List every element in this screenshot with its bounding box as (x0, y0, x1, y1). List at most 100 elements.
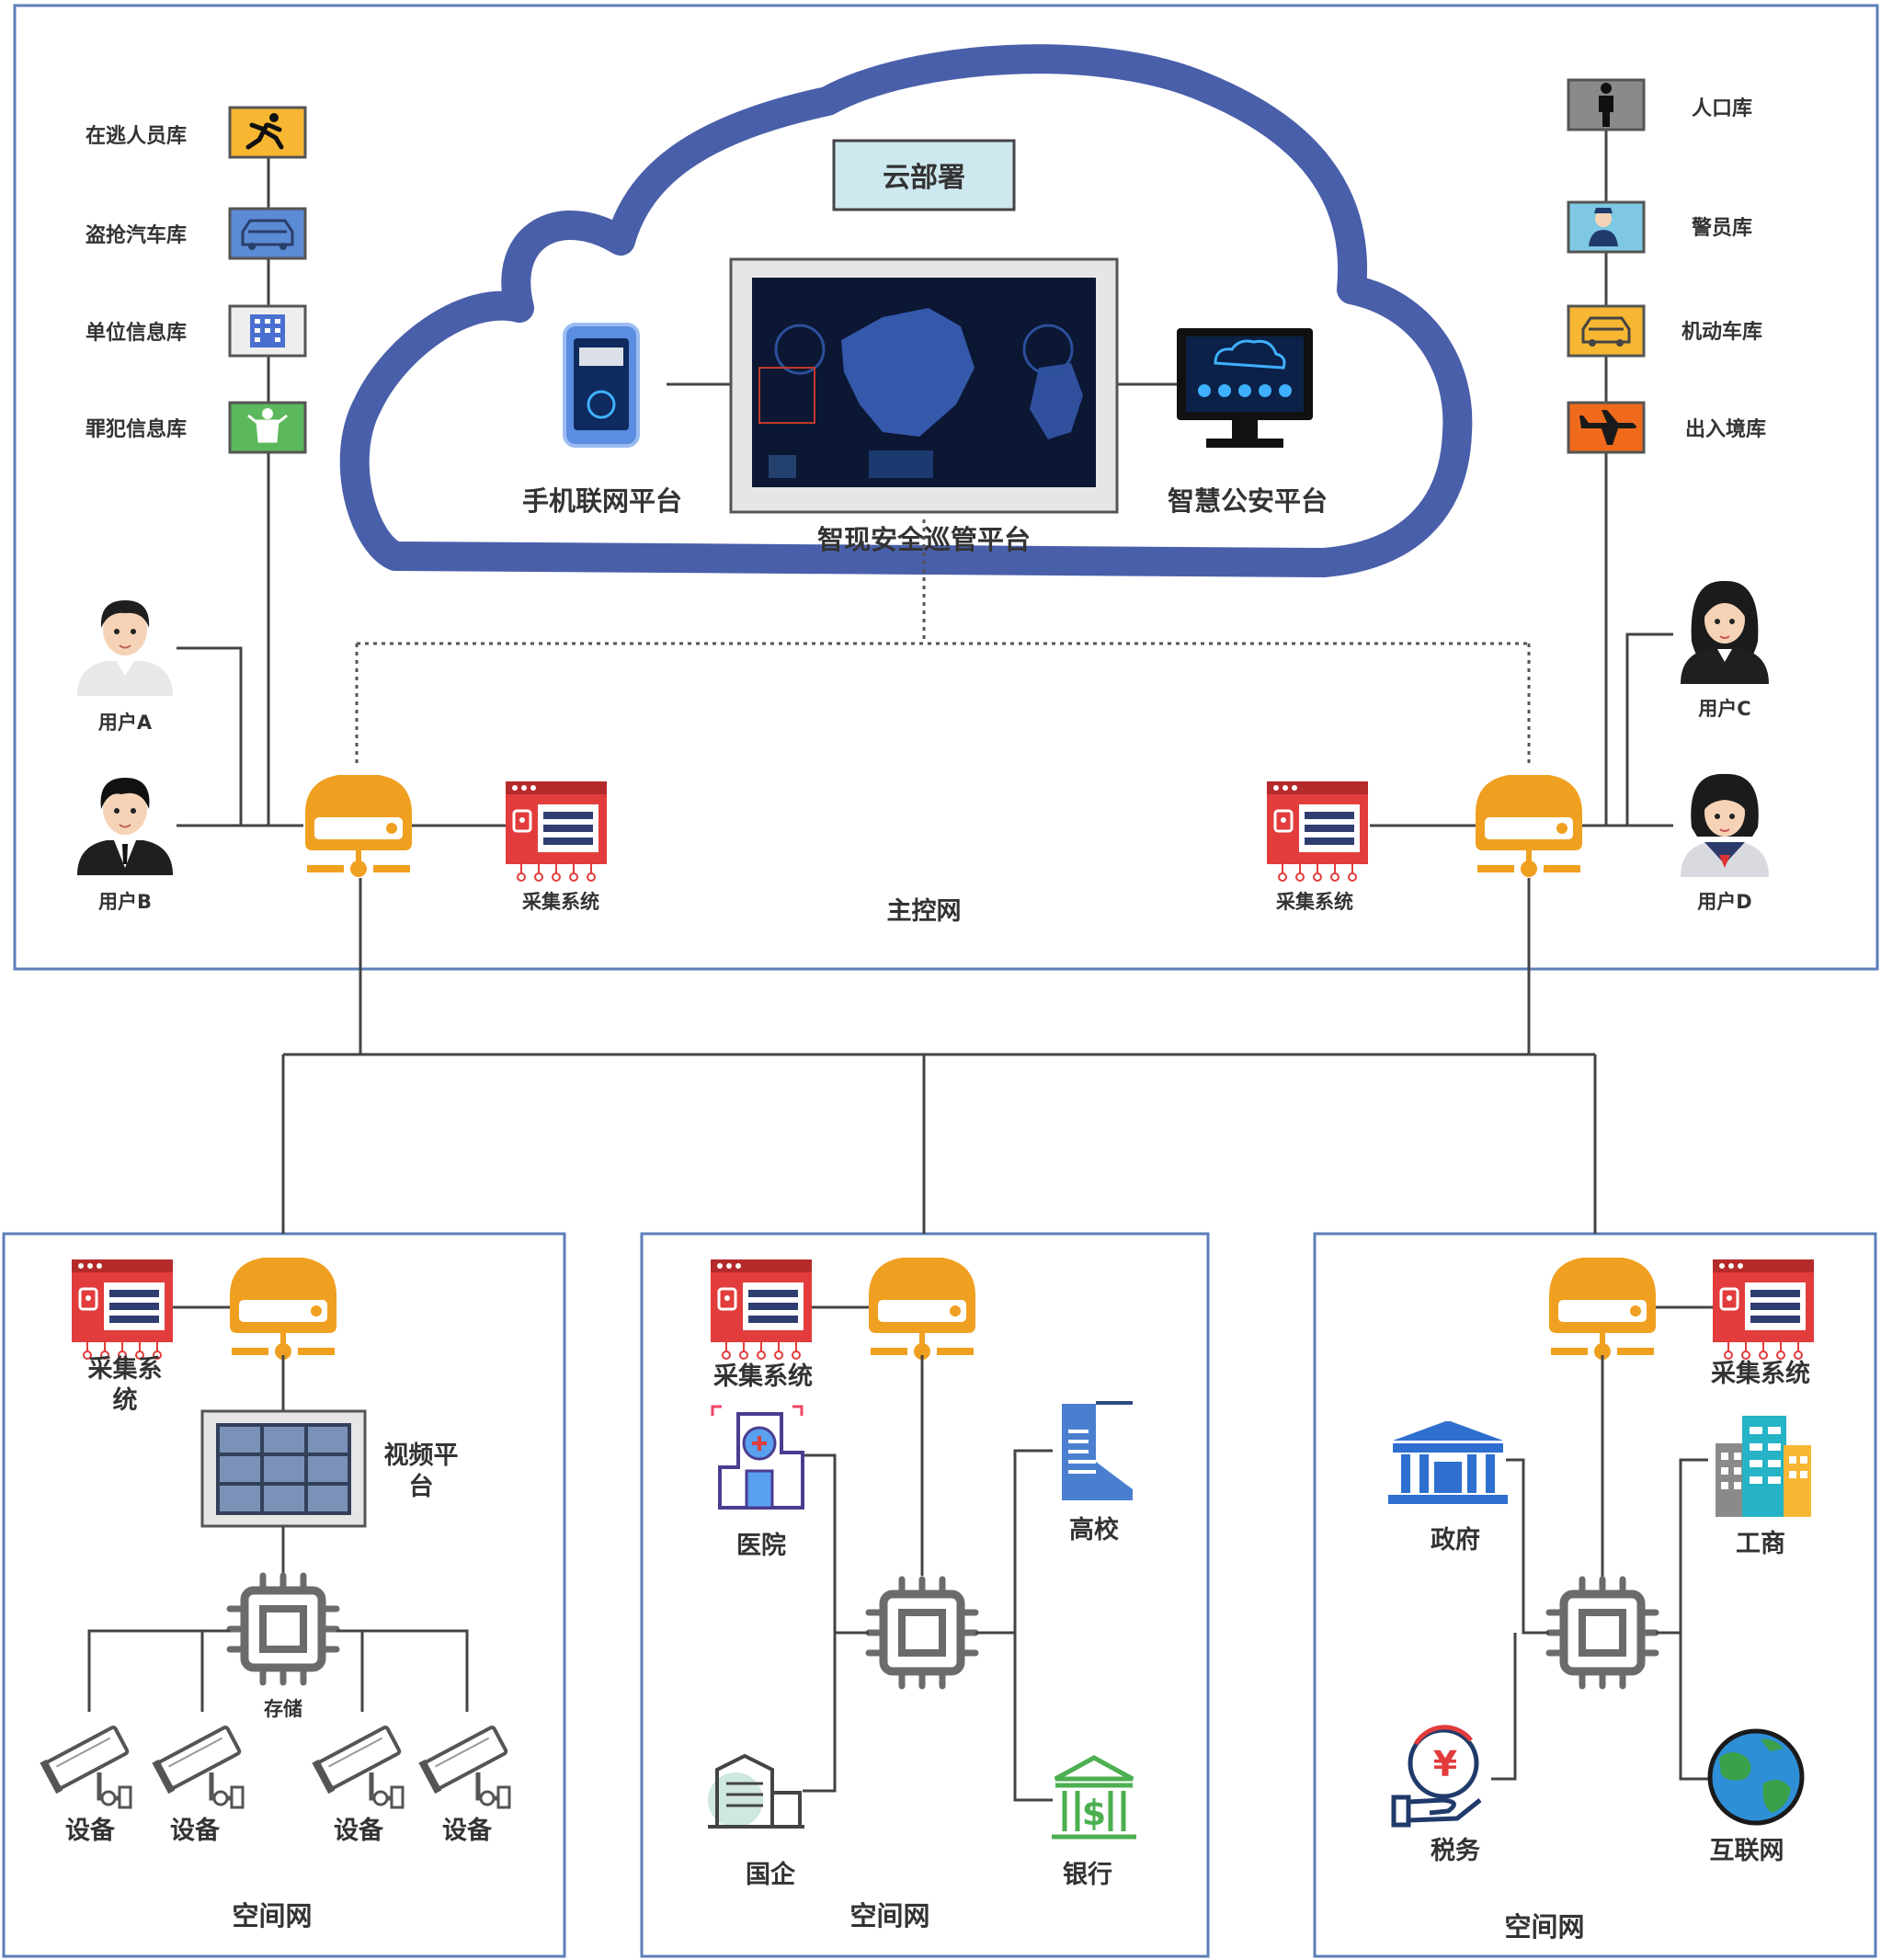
db-label: 出入境库 (1685, 417, 1766, 441)
node-label: 银行 (1063, 1860, 1112, 1889)
backbone-links (281, 878, 1597, 1234)
space-network-label: 空间网 (849, 1900, 929, 1932)
node-bank[interactable]: $ 银行 (1052, 1755, 1136, 1889)
dollar-icon: $ (1082, 1793, 1106, 1833)
node-label: 国企 (746, 1860, 796, 1889)
node-label: 政府 (1431, 1525, 1480, 1555)
db-stolen-vehicles[interactable]: 盗抢汽车库 (86, 207, 307, 260)
device-1[interactable]: 设备 (40, 1724, 131, 1845)
db-label: 罪犯信息库 (86, 417, 187, 441)
svg-text:云部署: 云部署 (883, 162, 965, 194)
bank-icon (1052, 1755, 1136, 1840)
collection-system-icon (504, 780, 609, 883)
user-links-left (177, 646, 506, 827)
node-government[interactable]: 政府 (1388, 1419, 1508, 1555)
node-internet[interactable]: 互联网 (1707, 1728, 1805, 1865)
main-network-label: 主控网 (887, 897, 962, 926)
user-c[interactable]: 用户C (1680, 579, 1770, 720)
user-a[interactable]: 用户A (76, 599, 174, 734)
node-label: 工商 (1736, 1530, 1785, 1558)
space-network-1: 采集系 统 视频平 台 存储 设 (40, 1258, 509, 1932)
video-platform[interactable]: 视频平 台 (200, 1409, 459, 1528)
video-platform-label-line1: 视频平 (384, 1442, 459, 1470)
collection-system-icon (1711, 1258, 1816, 1361)
device-label: 设备 (442, 1817, 493, 1845)
collection-system-icon (709, 1258, 814, 1361)
db-criminals[interactable]: 罪犯信息库 (86, 401, 307, 454)
mobile-platform-label: 手机联网平台 (522, 485, 682, 517)
globe-icon (1707, 1728, 1805, 1826)
space-network-2: 采集系统 医院 (708, 1258, 1136, 1932)
smart-police-platform-label: 智慧公安平台 (1168, 485, 1328, 517)
collection-system-label-line2: 统 (113, 1385, 138, 1415)
node-label: 高校 (1069, 1515, 1119, 1544)
svg-text:¥: ¥ (1433, 1744, 1457, 1784)
collection-system-icon (1265, 780, 1370, 883)
node-hospital[interactable]: 医院 (711, 1405, 804, 1560)
node-links (1491, 1458, 1708, 1781)
desktop-monitor-icon (1177, 328, 1313, 448)
db-label: 机动车库 (1682, 320, 1762, 344)
commerce-buildings-icon (1716, 1416, 1811, 1517)
hospital-icon (711, 1405, 804, 1510)
university-building-icon (1062, 1401, 1133, 1500)
db-border-crossing[interactable]: 出入境库 (1567, 401, 1766, 454)
user-label: 用户D (1697, 891, 1751, 913)
enterprise-building-icon (708, 1753, 804, 1829)
collection-system-label: 采集系统 (1276, 891, 1353, 913)
user-b[interactable]: 用户B (76, 777, 174, 913)
collection-system-left[interactable]: 采集系统 (504, 780, 609, 913)
collection-system-label: 采集系统 (522, 891, 599, 913)
device-4[interactable]: 设备 (418, 1724, 509, 1845)
device-label: 设备 (334, 1817, 384, 1845)
government-building-icon (1388, 1419, 1508, 1504)
collection-system[interactable]: 采集系统 (1711, 1258, 1816, 1388)
mobile-platform[interactable]: 手机联网平台 (522, 323, 682, 517)
smart-police-platform[interactable]: 智慧公安平台 (1168, 328, 1328, 517)
user-links-right (1370, 632, 1673, 827)
space-network-label: 空间网 (1504, 1911, 1584, 1943)
collection-system-label: 采集系统 (1711, 1359, 1810, 1388)
user-label: 用户A (98, 712, 153, 734)
cloud-deployment-label: 云部署 (832, 139, 1016, 211)
device-2[interactable]: 设备 (152, 1724, 243, 1845)
space-network-3: 采集系统 政府 (1388, 1258, 1816, 1943)
db-label: 盗抢汽车库 (86, 223, 187, 247)
node-label: 税务 (1431, 1837, 1480, 1865)
patrol-platform[interactable]: 智现安全巡管平台 (729, 257, 1119, 555)
device-label: 设备 (170, 1817, 221, 1845)
collection-system-label-line1: 采集系 (88, 1354, 163, 1384)
device-links (87, 1629, 469, 1712)
cloud-shape (339, 44, 1473, 577)
node-university[interactable]: 高校 (1062, 1401, 1133, 1544)
node-taxation[interactable]: ¥ 税务 (1391, 1725, 1482, 1865)
db-label: 在逃人员库 (86, 124, 187, 148)
user-label: 用户B (98, 891, 152, 913)
collection-system[interactable]: 采集系统 (709, 1258, 814, 1391)
collection-system-icon (70, 1258, 175, 1361)
video-platform-label-line2: 台 (409, 1472, 434, 1501)
db-police-officers[interactable]: 警员库 (1567, 200, 1752, 254)
node-commerce[interactable]: 工商 (1716, 1416, 1811, 1558)
user-label: 用户C (1698, 698, 1750, 720)
collection-system[interactable]: 采集系 统 (70, 1258, 175, 1415)
db-fugitives[interactable]: 在逃人员库 (86, 106, 307, 159)
node-links (803, 1449, 1053, 1802)
db-population[interactable]: 人口库 (1567, 78, 1752, 131)
db-organizations[interactable]: 单位信息库 (86, 304, 307, 358)
user-d[interactable]: 用户D (1680, 772, 1770, 913)
collection-system-right[interactable]: 采集系统 (1265, 780, 1370, 913)
db-motor-vehicles[interactable]: 机动车库 (1567, 304, 1762, 358)
node-state-enterprise[interactable]: 国企 (708, 1753, 804, 1889)
db-label: 人口库 (1692, 97, 1752, 120)
device-3[interactable]: 设备 (312, 1724, 403, 1845)
db-label: 警员库 (1691, 217, 1752, 240)
db-label: 单位信息库 (86, 321, 187, 345)
node-label: 医院 (736, 1531, 786, 1560)
storage-label: 存储 (264, 1698, 302, 1720)
node-label: 互联网 (1710, 1837, 1784, 1865)
tax-yuan-icon: ¥ (1391, 1725, 1482, 1828)
storage-node[interactable]: 存储 (230, 1576, 336, 1720)
car-outline-icon (228, 207, 307, 260)
